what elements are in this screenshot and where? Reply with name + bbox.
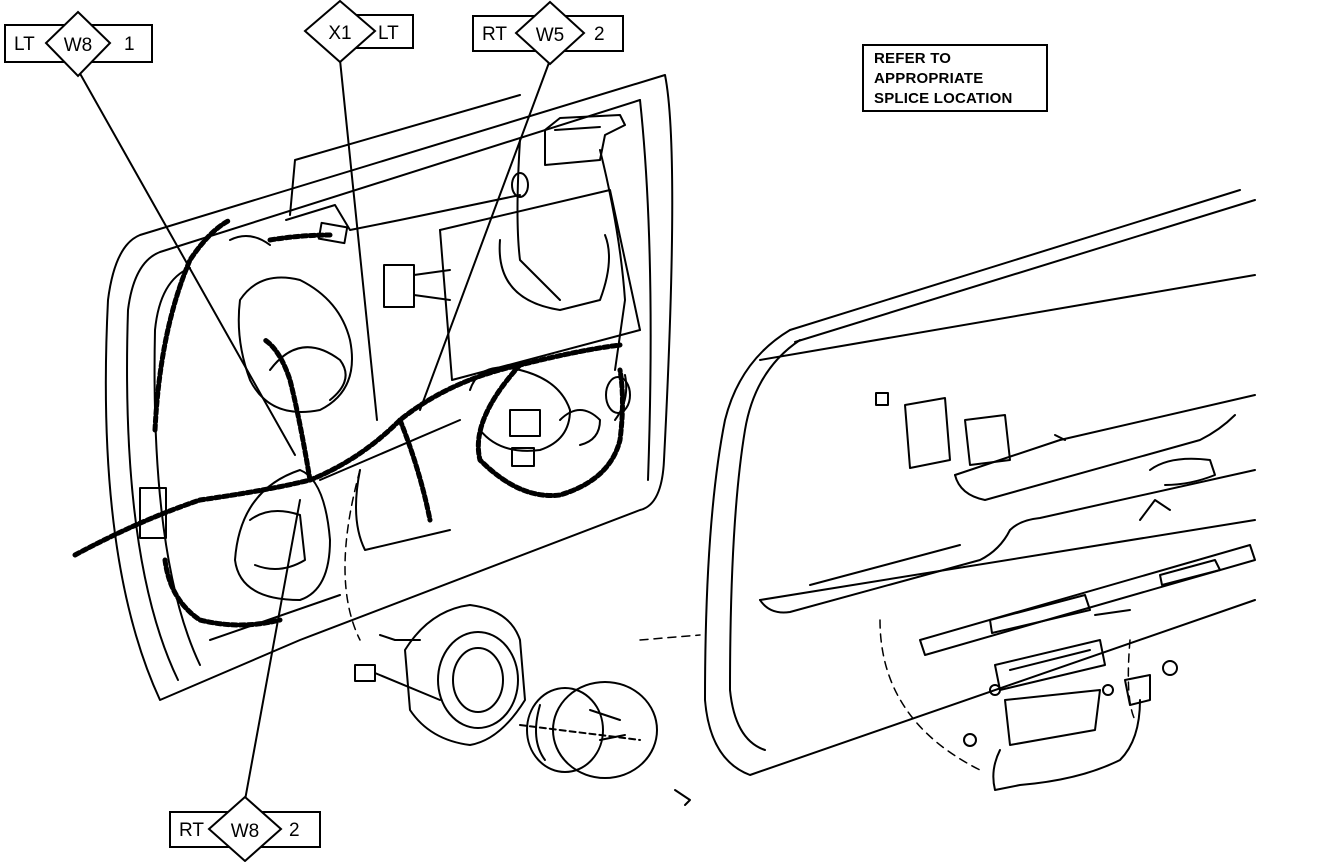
callout-num-label: 2 — [289, 820, 300, 841]
splice-location-note: REFER TO APPROPRIATE SPLICE LOCATION — [862, 44, 1048, 112]
callout-side-label: LT — [14, 34, 35, 55]
door-frame — [104, 74, 674, 701]
speaker-assembly — [354, 604, 691, 806]
door-components — [139, 114, 631, 539]
callout-rt-w5-2: RT W5 2 — [472, 0, 624, 66]
callout-code-label: W8 — [231, 821, 260, 842]
callout-code-label: X1 — [328, 23, 351, 44]
callout-x1-lt: X1 LT — [303, 0, 414, 64]
callout-lt-w8-1: LT W8 1 — [4, 10, 153, 78]
wiring-harness — [72, 217, 625, 628]
callout-side-label: RT — [179, 820, 204, 841]
callout-side-label: RT — [482, 24, 507, 45]
callout-rt-w8-2: RT W8 2 — [169, 795, 321, 862]
callout-num-label: 1 — [124, 34, 135, 55]
callout-code-label: W5 — [536, 25, 565, 46]
note-line-3: SPLICE LOCATION — [874, 90, 1013, 107]
callout-num-label: 2 — [594, 24, 605, 45]
note-line-2: APPROPRIATE — [874, 70, 984, 87]
callout-side-label: LT — [378, 23, 399, 44]
note-line-1: REFER TO — [874, 50, 952, 67]
leader-lines — [77, 59, 551, 801]
guide-lines — [344, 469, 1136, 771]
callout-code-label: W8 — [64, 35, 93, 56]
door-trim-panel — [704, 189, 1256, 791]
